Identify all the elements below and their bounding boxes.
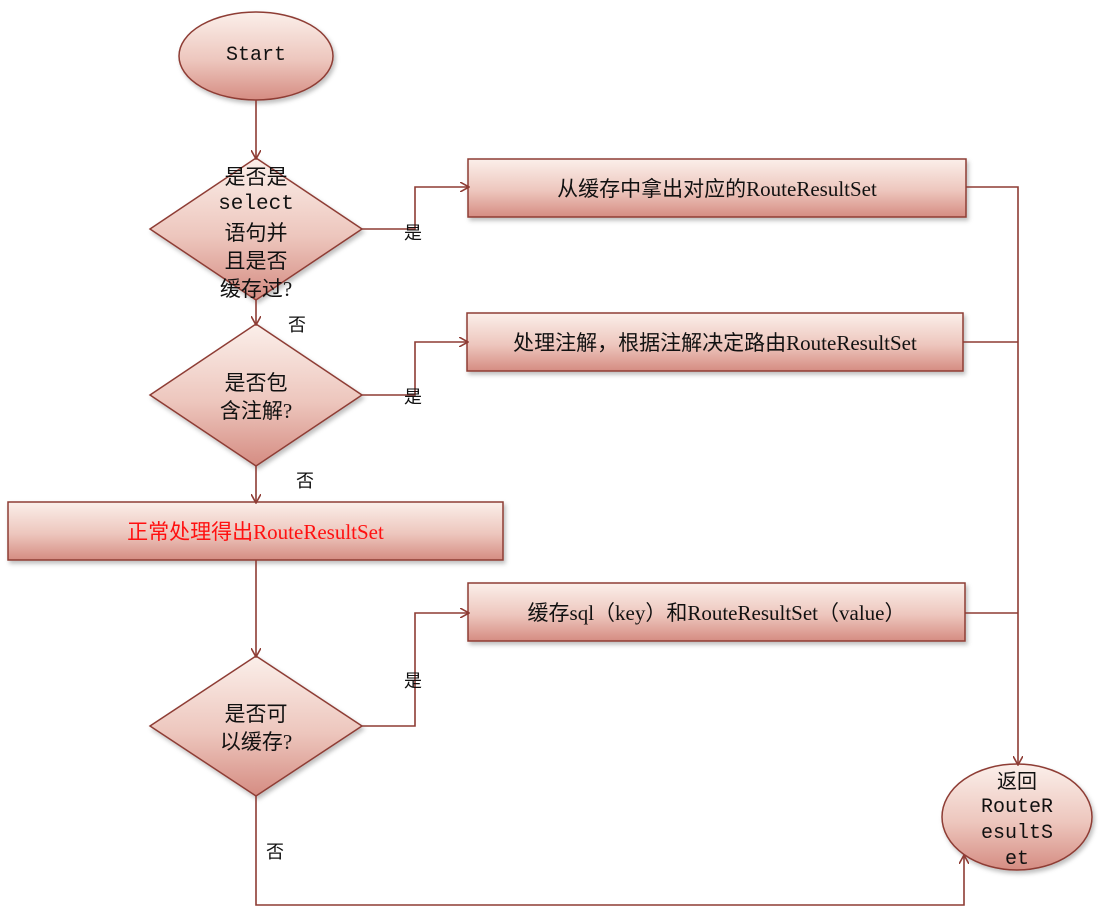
decision3-line-1: 是否可	[224, 702, 288, 726]
box-cache-store	[467, 582, 966, 642]
box-from-cache	[467, 158, 967, 218]
box-cache-store-label: 缓存sql（key）和RouteResultSet（value）	[527, 601, 906, 625]
decision1-line-2: select	[218, 193, 294, 216]
decision-cached-select-label: 是否是 select 语句并 且是否 缓存过?	[196, 163, 316, 303]
edge-decision1-yes	[362, 187, 468, 230]
box-normal-label: 正常处理得出RouteResultSet	[127, 520, 384, 544]
decision2-line-2: 含注解?	[219, 399, 293, 423]
decision-cacheable-label: 是否可 以缓存?	[196, 700, 316, 756]
decision2-line-1: 是否包	[224, 371, 288, 395]
edge-decision3-yes	[362, 613, 468, 727]
edge-label-yes-3: 是	[404, 671, 422, 691]
edge-label-no-1: 否	[288, 315, 306, 335]
decision-has-annotation-label: 是否包 含注解?	[196, 369, 316, 425]
box-annotation-route-label: 处理注解，根据注解决定路由RouteResultSet	[513, 331, 917, 355]
edge-label-no-2: 否	[296, 471, 314, 491]
box-from-cache-label: 从缓存中拿出对应的RouteResultSet	[557, 177, 877, 201]
end-line-4: et	[1004, 848, 1029, 871]
edge-decision3-no	[255, 796, 964, 906]
edge-label-yes-2: 是	[404, 387, 422, 407]
box-normal	[7, 501, 504, 561]
edge-label-no-3: 否	[266, 842, 284, 862]
end-label: 返回 RouteR esultS et	[962, 769, 1072, 873]
end-line-1: 返回	[997, 771, 1037, 793]
decision1-line-3: 语句并	[224, 221, 288, 245]
decision3-line-2: 以缓存?	[219, 730, 293, 754]
edge-box1-to-end	[966, 186, 1018, 764]
decision1-line-5: 缓存过?	[219, 277, 293, 301]
decision1-line-1: 是否是	[224, 165, 288, 189]
decision1-line-4: 且是否	[224, 249, 288, 273]
end-line-2: RouteR	[980, 796, 1053, 819]
box-annotation-route	[466, 312, 964, 372]
edge-label-yes-1: 是	[404, 223, 422, 243]
edge-decision2-yes	[362, 342, 467, 396]
end-line-3: esultS	[980, 822, 1053, 845]
start-label: Start	[225, 44, 286, 67]
